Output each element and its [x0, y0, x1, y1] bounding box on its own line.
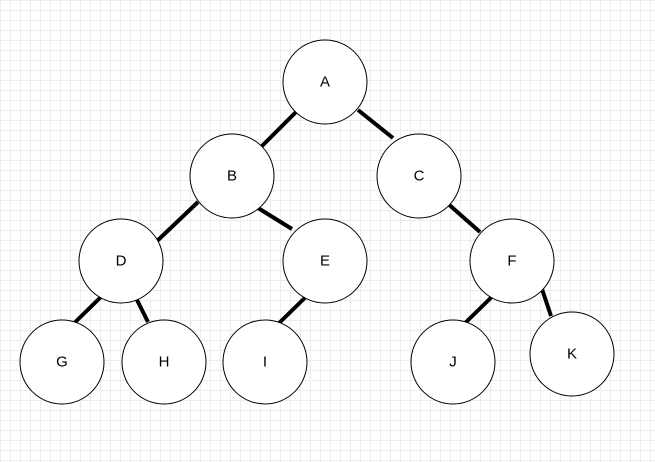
- nodes-layer: A B C D E F G H I J K: [19, 39, 615, 405]
- node-b: B: [189, 133, 275, 219]
- node-label-g: G: [56, 354, 68, 371]
- node-label-b: B: [227, 168, 237, 185]
- edge-a-b: [256, 106, 302, 152]
- edge-b-d: [154, 200, 200, 244]
- edge-c-f: [444, 200, 482, 234]
- node-label-c: C: [414, 168, 425, 185]
- node-g: G: [19, 319, 105, 405]
- node-k: K: [529, 311, 615, 397]
- node-circle-a: [282, 39, 368, 125]
- node-circle-f: [469, 218, 555, 304]
- node-label-f: F: [507, 253, 516, 270]
- node-label-h: H: [159, 354, 170, 371]
- node-circle-d: [78, 218, 164, 304]
- node-label-k: K: [567, 346, 577, 363]
- node-circle-k: [529, 311, 615, 397]
- node-c: C: [376, 133, 462, 219]
- node-d: D: [78, 218, 164, 304]
- node-h: H: [121, 319, 207, 405]
- node-label-a: A: [320, 74, 330, 91]
- node-circle-h: [121, 319, 207, 405]
- node-label-j: J: [449, 354, 457, 371]
- node-circle-i: [222, 319, 308, 405]
- node-label-e: E: [320, 253, 330, 270]
- edge-a-c: [356, 108, 395, 140]
- node-a: A: [282, 39, 368, 125]
- node-circle-e: [282, 218, 368, 304]
- edges-layer: [60, 106, 553, 337]
- node-i: I: [222, 319, 308, 405]
- node-circle-j: [410, 319, 496, 405]
- edge-b-e: [256, 206, 294, 231]
- node-circle-g: [19, 319, 105, 405]
- node-j: J: [410, 319, 496, 405]
- edge-f-k: [540, 288, 553, 317]
- node-label-i: I: [263, 354, 267, 371]
- node-f: F: [469, 218, 555, 304]
- node-circle-b: [189, 133, 275, 219]
- edge-d-h: [135, 299, 150, 323]
- node-e: E: [282, 218, 368, 304]
- node-circle-c: [376, 133, 462, 219]
- node-label-d: D: [116, 253, 127, 270]
